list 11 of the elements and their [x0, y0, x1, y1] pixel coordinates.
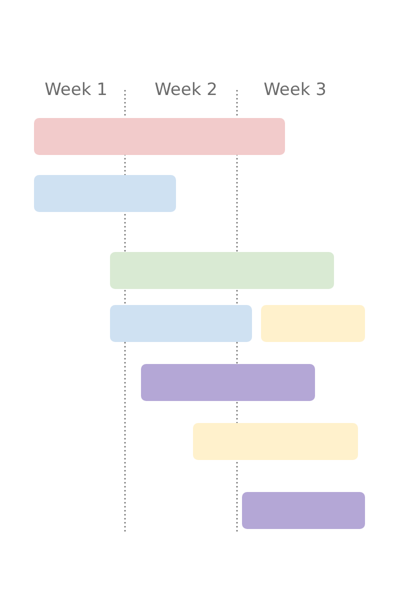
task-bar	[110, 305, 252, 342]
task-bar	[261, 305, 365, 342]
week-label: Week 3	[264, 80, 326, 100]
task-bar	[34, 118, 285, 155]
week-label: Week 2	[154, 80, 218, 100]
task-bar	[110, 252, 334, 289]
task-bar	[141, 364, 315, 401]
task-bar	[242, 492, 365, 529]
task-bar	[34, 175, 176, 212]
week-label: Week 1	[44, 80, 108, 100]
task-bar	[193, 423, 358, 460]
